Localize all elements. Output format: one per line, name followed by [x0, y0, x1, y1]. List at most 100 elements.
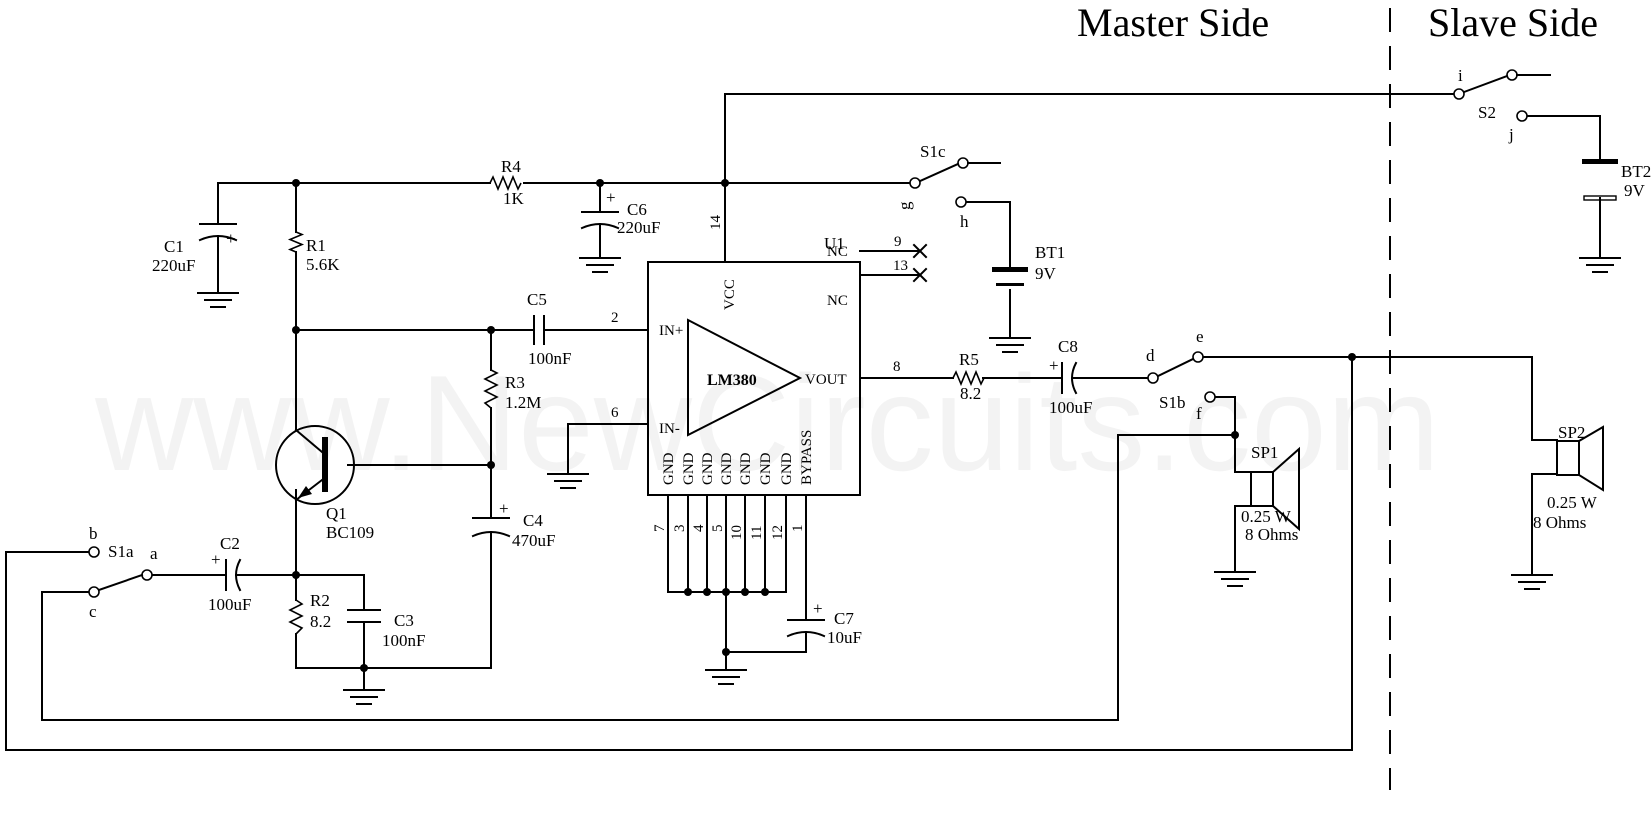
svg-text:7: 7	[652, 524, 668, 532]
wires	[5, 93, 1601, 751]
capacitor-c5: C5 100nF	[527, 290, 571, 368]
svg-text:GND: GND	[738, 452, 754, 485]
r5-ref: R5	[959, 350, 979, 369]
transistor-q1: Q1 BC109	[275, 425, 374, 542]
sp2-power: 0.25 W	[1547, 493, 1598, 512]
u1-pin-vcc: VCC	[722, 279, 738, 310]
pin-numbers-gnd: 7 3 4 5 10 11 12	[652, 524, 786, 540]
node-c-label: c	[89, 602, 97, 621]
speaker-sp2: SP2 0.25 W 8 Ohms	[1531, 423, 1604, 532]
svg-text:GND: GND	[661, 452, 677, 485]
node-e-label: e	[1196, 327, 1204, 346]
sp1-power: 0.25 W	[1241, 507, 1292, 526]
c1-ref: C1	[164, 237, 184, 256]
node-j-label: j	[1508, 125, 1514, 144]
svg-text:GND: GND	[779, 452, 795, 485]
slave-side-heading: Slave Side	[1428, 0, 1598, 45]
battery-bt1: BT1 9V	[992, 243, 1065, 286]
c8-value: 100uF	[1049, 398, 1092, 417]
node-d-label: d	[1146, 346, 1155, 365]
svg-text:11: 11	[749, 526, 765, 540]
c6-ref: C6	[627, 200, 647, 219]
pin-number-nc-b: 13	[893, 258, 908, 274]
node-b-label: b	[89, 524, 98, 543]
svg-text:+: +	[813, 599, 823, 618]
capacitor-c4: + C4 470uF	[471, 499, 555, 550]
svg-text:GND: GND	[681, 452, 697, 485]
ground-symbols	[197, 257, 1621, 705]
ground-symbol	[579, 257, 621, 273]
ground-symbol	[1579, 257, 1621, 273]
ground-symbol	[1214, 571, 1256, 587]
u1-pin-in-plus: IN+	[659, 323, 683, 339]
bt1-ref: BT1	[1035, 243, 1065, 262]
svg-text:10: 10	[729, 525, 745, 540]
svg-text:12: 12	[770, 525, 786, 540]
ground-symbol	[547, 473, 589, 489]
c2-value: 100uF	[208, 595, 251, 614]
r1-value: 5.6K	[306, 255, 340, 274]
c4-value: 470uF	[512, 531, 555, 550]
s1a-label: S1a	[108, 542, 134, 561]
c6-value: 220uF	[617, 218, 660, 237]
r3-value: 1.2M	[505, 393, 541, 412]
r4-ref: R4	[501, 157, 521, 176]
node-h-label: h	[960, 212, 969, 231]
svg-text:+: +	[211, 550, 221, 569]
svg-text:5: 5	[710, 525, 726, 533]
q1-ref: Q1	[326, 504, 347, 523]
node-a-label: a	[150, 544, 158, 563]
switch-s2: S2 i j	[1453, 66, 1551, 144]
ic-u1-lm380: LM380 U1 IN+ IN- VOUT NC NC VCC GND GND …	[611, 215, 928, 540]
node-g-label: g	[895, 201, 914, 210]
u1-pin-bypass: BYPASS	[799, 430, 815, 485]
resistor-r5: R5 8.2	[952, 350, 985, 403]
u1-chip-name: LM380	[707, 372, 757, 389]
sp2-impedance: 8 Ohms	[1533, 513, 1586, 532]
capacitor-c3: C3 100nF	[347, 609, 425, 650]
c4-ref: C4	[523, 511, 543, 530]
u1-pin-nc-a: NC	[827, 244, 848, 260]
svg-text:3: 3	[672, 525, 688, 533]
r4-value: 1K	[503, 189, 525, 208]
sp2-ref: SP2	[1558, 423, 1585, 442]
capacitor-c6: + C6 220uF	[580, 188, 660, 237]
u1-pin-in-minus: IN-	[659, 421, 680, 437]
bt2-ref: BT2	[1621, 162, 1651, 181]
no-connect-x	[912, 243, 928, 283]
u1-gnd-pin-labels: GND GND GND GND GND GND GND	[661, 452, 795, 485]
q1-value: BC109	[326, 523, 374, 542]
c2-ref: C2	[220, 534, 240, 553]
pin-number-vcc: 14	[708, 215, 724, 231]
watermark: www.NewCircuits.com	[94, 347, 1440, 499]
s2-label: S2	[1478, 103, 1496, 122]
ground-symbol	[343, 667, 385, 705]
pin-number-in-plus: 2	[611, 310, 619, 326]
svg-text:+: +	[606, 188, 616, 207]
bt2-value: 9V	[1624, 181, 1646, 200]
capacitor-c8: + C8 100uF	[1049, 337, 1092, 417]
r1-ref: R1	[306, 236, 326, 255]
s1b-label: S1b	[1159, 393, 1185, 412]
capacitor-c7: + C7 10uF	[786, 599, 862, 647]
resistor-r3: R3 1.2M	[483, 369, 541, 412]
r2-ref: R2	[310, 591, 330, 610]
u1-ref: U1	[824, 234, 845, 253]
node-f-label: f	[1196, 404, 1202, 423]
sp1-impedance: 8 Ohms	[1245, 525, 1298, 544]
resistor-r4: R4 1K	[489, 157, 525, 208]
svg-text:+: +	[1049, 356, 1059, 375]
bt1-value: 9V	[1035, 264, 1057, 283]
c7-ref: C7	[834, 609, 854, 628]
capacitor-c1: + C1 220uF	[152, 223, 238, 275]
switch-s1a: S1a b c a	[88, 524, 158, 621]
s1c-label: S1c	[920, 142, 946, 161]
u1-pin-nc-b: NC	[827, 293, 848, 309]
pin-number-in-minus: 6	[611, 405, 619, 421]
c1-value: 220uF	[152, 256, 195, 275]
master-side-heading: Master Side	[1077, 0, 1269, 45]
c5-ref: C5	[527, 290, 547, 309]
pin-number-nc-a: 9	[894, 234, 902, 250]
ground-symbol	[705, 669, 747, 685]
